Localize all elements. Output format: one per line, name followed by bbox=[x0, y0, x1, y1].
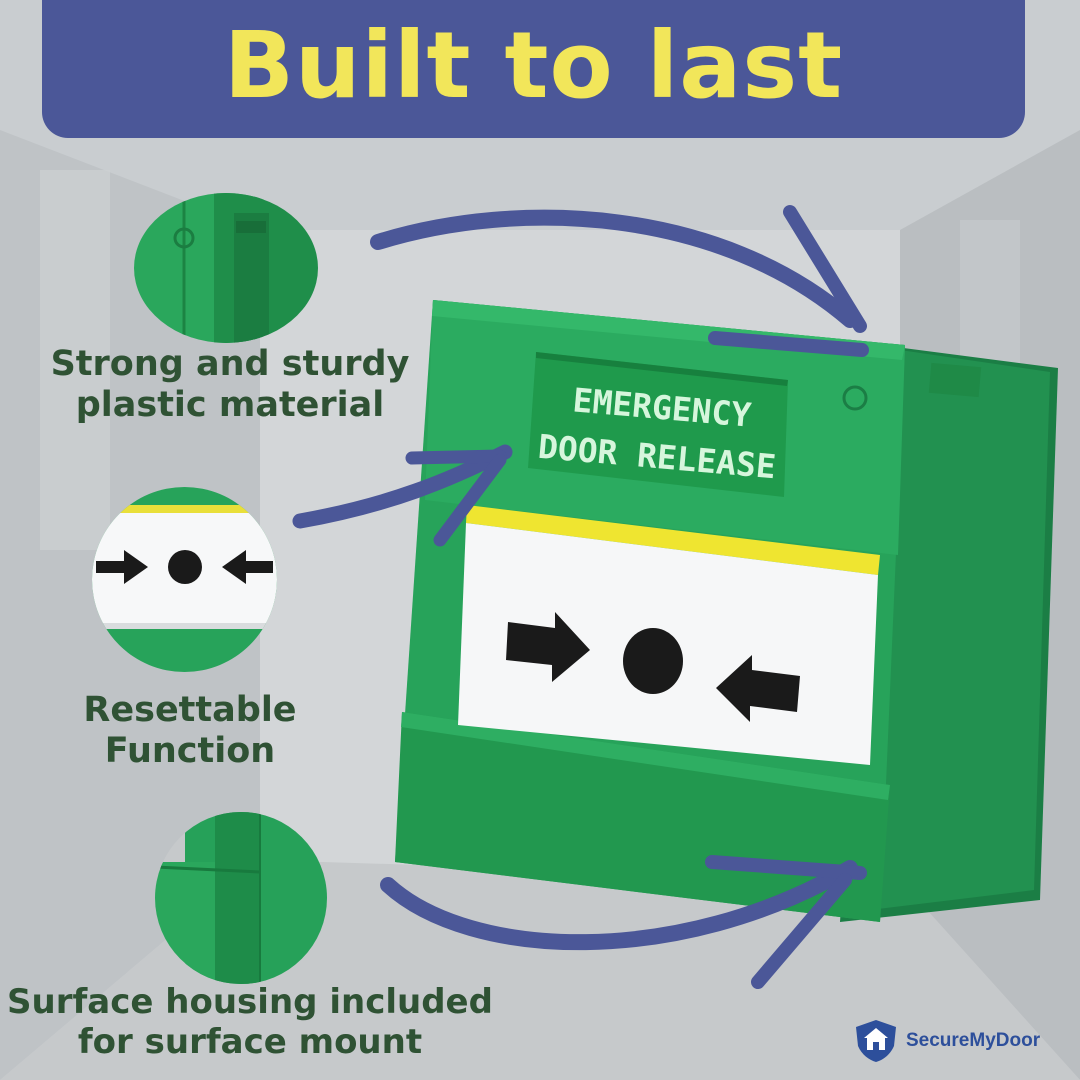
caption-line: Function bbox=[104, 731, 276, 772]
arrows-dot-symbol-closeup-icon bbox=[92, 487, 277, 672]
caption-line: Resettable bbox=[83, 690, 297, 730]
caption-line: for surface mount bbox=[77, 1022, 423, 1063]
caption-line: plastic material bbox=[75, 385, 385, 426]
header-banner: Built to last bbox=[42, 0, 1025, 138]
feature-caption-resettable: Resettable Function bbox=[50, 690, 330, 773]
feature-caption-surface-housing: Surface housing included for surface mou… bbox=[0, 982, 500, 1062]
page-title: Built to last bbox=[223, 12, 844, 119]
caption-line: Surface housing included bbox=[7, 982, 493, 1022]
brand-logo: SecureMyDoor bbox=[852, 1018, 1040, 1064]
surface-housing-closeup-icon bbox=[155, 812, 327, 984]
caption-line: Strong and sturdy bbox=[50, 344, 410, 384]
brand-name: SecureMyDoor bbox=[906, 1030, 1041, 1051]
plastic-housing-closeup-icon bbox=[134, 193, 318, 343]
shield-house-icon bbox=[856, 1020, 896, 1062]
feature-caption-plastic: Strong and sturdy plastic material bbox=[40, 344, 420, 427]
